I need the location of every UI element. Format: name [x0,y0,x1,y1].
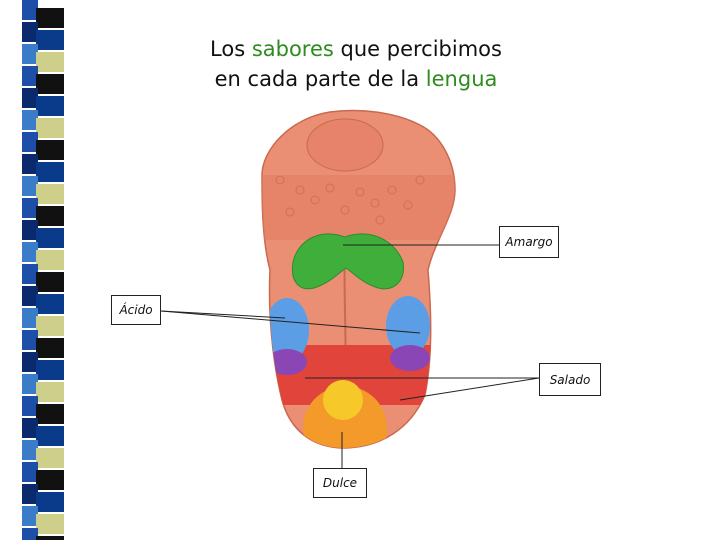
zone-acido-left [265,298,309,362]
zone-acido-right [386,296,430,356]
strip-block [22,462,38,482]
strip-block [22,176,38,196]
strip-block [22,220,38,240]
strip-block [22,374,38,394]
strip-block [36,96,64,116]
strip-block [36,184,64,204]
strip-block [36,228,64,248]
zone-overlap-left [267,349,307,375]
decorative-color-strip [22,0,64,540]
title-highlight-sabores: sabores [251,37,334,61]
strip-block [36,162,64,182]
tongue-shape [261,109,456,449]
strip-block [36,294,64,314]
label-amargo: Amargo [499,226,559,258]
strip-block [36,140,64,160]
strip-block [36,404,64,424]
strip-block [22,528,38,540]
strip-block [22,154,38,174]
page-title: Los sabores que percibimos en cada parte… [196,34,516,94]
leader-acido-right [160,310,421,334]
strip-block [36,118,64,138]
strip-block [22,0,38,20]
strip-block [22,110,38,130]
strip-block [22,22,38,42]
strip-block [36,52,64,72]
tongue-root-texture [262,175,455,240]
strip-block [22,66,38,86]
strip-block [36,536,64,540]
strip-block [22,286,38,306]
strip-block [36,492,64,512]
strip-block [36,30,64,50]
strip-block [36,8,64,28]
strip-block [22,264,38,284]
strip-block [36,470,64,490]
zone-dulce-tip [323,380,363,420]
strip-block [36,426,64,446]
strip-block [36,272,64,292]
strip-block [22,440,38,460]
title-part2: que percibimos en cada parte de la [214,37,502,91]
label-acido: Ácido [111,295,161,325]
strip-block [22,132,38,152]
title-part1: Los [210,37,252,61]
label-dulce: Dulce [313,468,367,498]
strip-block [36,206,64,226]
papillae-dots [275,175,425,225]
strip-block [36,250,64,270]
zone-dulce [303,386,387,449]
title-highlight-lengua: lengua [425,67,498,91]
leader-lines [160,244,540,468]
epiglottis [306,118,384,172]
strip-block [22,88,38,108]
strip-block [22,198,38,218]
strip-block [36,514,64,534]
strip-block [22,242,38,262]
zone-amargo [291,233,404,290]
strip-block [22,506,38,526]
zone-overlap-right [390,345,430,371]
label-salado: Salado [539,363,601,396]
strip-block [22,330,38,350]
strip-block [22,418,38,438]
leader-salado-right [399,377,540,401]
strip-block [36,360,64,380]
strip-block [22,396,38,416]
strip-block [36,338,64,358]
strip-block [22,44,38,64]
strip-block [22,484,38,504]
strip-block [22,352,38,372]
strip-block [36,74,64,94]
strip-block [36,316,64,336]
strip-block [22,308,38,328]
leader-acido-left [160,310,286,319]
strip-block [36,448,64,468]
strip-block [36,382,64,402]
